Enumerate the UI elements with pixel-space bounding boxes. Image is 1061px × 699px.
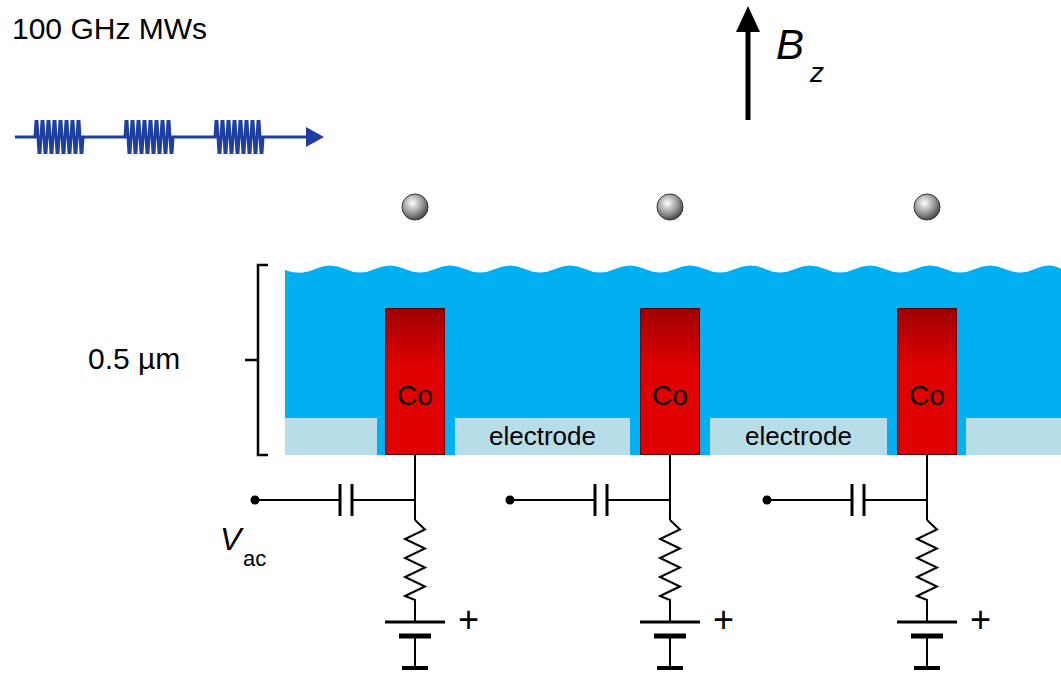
material-label: Co [909, 381, 945, 412]
microwave-pulses [15, 121, 308, 152]
wire [926, 455, 928, 520]
electrode-strip [966, 418, 1061, 455]
electrons [402, 194, 940, 220]
terminal-dot [251, 496, 260, 505]
wire [340, 484, 352, 516]
wire [405, 520, 425, 622]
electrode-strip [285, 418, 377, 455]
electrode-box: electrode [455, 418, 630, 455]
field-arrow [746, 28, 751, 120]
helium-film [285, 266, 1061, 456]
bias-circuits [251, 455, 958, 668]
wire [852, 484, 864, 516]
wire [660, 520, 680, 622]
electrode-label: electrode [745, 422, 852, 451]
electron [657, 194, 683, 220]
thickness-bracket [245, 265, 268, 455]
electrode-box: electrode [710, 418, 887, 455]
voltage-subscript: ac [243, 547, 266, 571]
wire [767, 499, 927, 501]
material-label: Co [397, 381, 433, 412]
wire [640, 621, 700, 624]
material-label: Co [652, 381, 688, 412]
arrow-head [736, 6, 760, 32]
arrow-head [306, 127, 324, 147]
wire [917, 520, 937, 622]
microwave-label: 100 GHz MWs [12, 12, 207, 45]
electron [402, 194, 428, 220]
wire [510, 499, 670, 501]
wire [669, 636, 671, 668]
terminal-dot [506, 496, 515, 505]
battery-polarity: + [458, 600, 479, 640]
wire [897, 621, 957, 624]
battery-polarity: + [713, 600, 734, 640]
cobalt-magnet: Co [897, 308, 957, 455]
wire [385, 621, 445, 624]
voltage-symbol: V [220, 522, 241, 557]
electron [914, 194, 940, 220]
wire [926, 636, 928, 668]
cobalt-magnet: Co [385, 308, 445, 455]
wire [595, 484, 607, 516]
field-subscript: z [810, 58, 824, 89]
battery-polarity: + [970, 600, 991, 640]
wire [255, 499, 415, 501]
circuit [251, 455, 446, 668]
thickness-dimension: 0.5 µm [88, 342, 180, 375]
wire [402, 666, 428, 670]
wire [669, 455, 671, 520]
terminal-dot [763, 496, 772, 505]
wire [414, 636, 416, 668]
cobalt-magnet: Co [640, 308, 700, 455]
electrode-label: electrode [489, 422, 596, 451]
wire [414, 455, 416, 520]
field-symbol: B [776, 22, 804, 68]
wire [657, 666, 683, 670]
circuit [763, 455, 958, 668]
circuit [506, 455, 701, 668]
wire [914, 666, 940, 670]
